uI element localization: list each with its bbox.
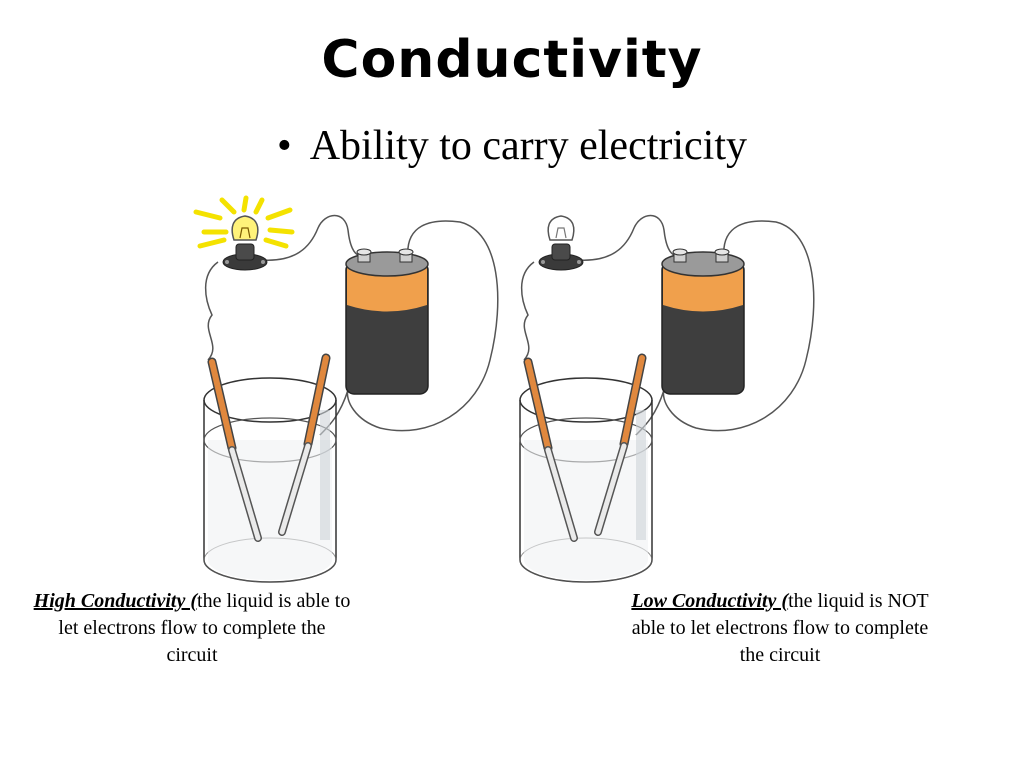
high-conductivity-description: the liquid is able to let electrons flow… bbox=[58, 590, 351, 666]
low-conductivity-circuit bbox=[520, 216, 814, 583]
high-conductivity-circuit bbox=[193, 195, 498, 583]
low-conductivity-label: Low Conductivity ( bbox=[631, 590, 789, 612]
unlit-bulb-icon bbox=[547, 215, 575, 241]
circuit-apparatus bbox=[520, 216, 814, 583]
bullet-dot: • bbox=[276, 123, 292, 169]
high-conductivity-caption: High Conductivity (the liquid is able to… bbox=[32, 588, 352, 669]
bullet-point: • Ability to carry electricity bbox=[0, 122, 1024, 170]
circuit-apparatus bbox=[204, 216, 498, 583]
bulb-glow-rays bbox=[193, 195, 295, 249]
high-conductivity-label: High Conductivity ( bbox=[33, 590, 198, 612]
low-conductivity-description: the liquid is NOT able to let electrons … bbox=[631, 590, 929, 666]
bullet-text: Ability to carry electricity bbox=[309, 123, 748, 169]
low-conductivity-caption: Low Conductivity (the liquid is NOT able… bbox=[620, 588, 940, 669]
slide-title: Conductivity bbox=[321, 30, 703, 90]
lit-bulb-icon bbox=[231, 215, 259, 241]
